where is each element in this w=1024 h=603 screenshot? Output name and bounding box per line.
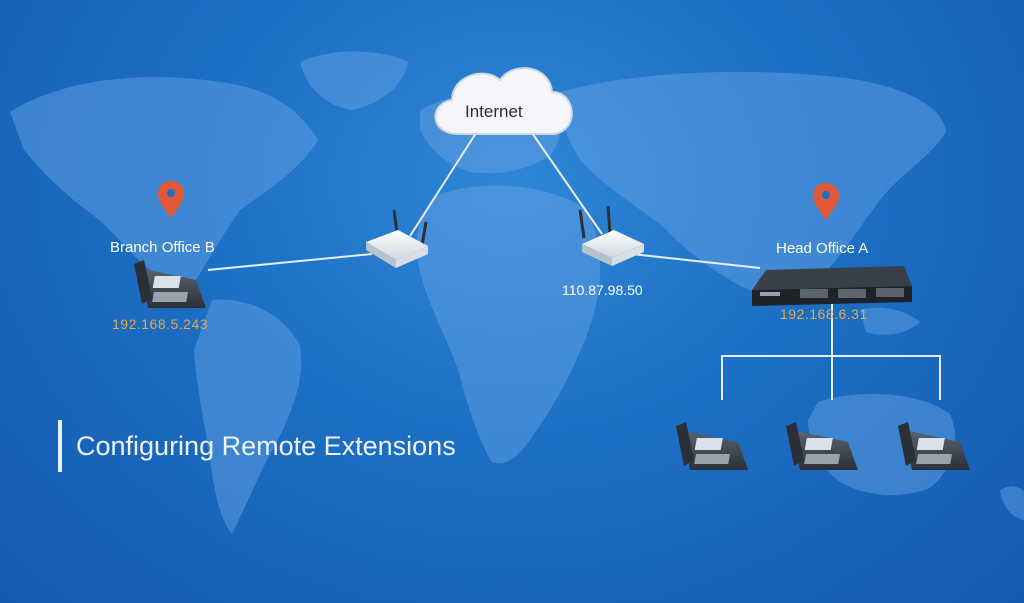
pin-icon: [158, 181, 184, 218]
cloud-label: Internet: [465, 102, 523, 121]
phone-icon: [676, 422, 748, 470]
head-ip-label: 192.168.6.31: [780, 306, 868, 322]
head-office-label: Head Office A: [776, 240, 869, 257]
internet-cloud: [434, 67, 573, 135]
pbx-device: [752, 266, 912, 306]
links: [207, 129, 941, 400]
title-block: Configuring Remote Extensions: [58, 420, 456, 472]
branch-office-label: Branch Office B: [110, 239, 215, 256]
link-head: [631, 253, 761, 269]
title-accent-bar: [58, 420, 62, 472]
router-ip-label: 110.87.98.50: [562, 282, 643, 298]
phone-icon: [898, 422, 970, 470]
map-africa: [416, 185, 601, 464]
pin-icon: [813, 183, 839, 220]
map-islands: [860, 307, 1024, 520]
link-branch: [207, 253, 373, 271]
link-cloud-left: [409, 129, 479, 237]
phone-icon: [134, 260, 206, 308]
branch-ip-label: 192.168.5.243: [112, 316, 209, 332]
link-cloud-right: [529, 129, 603, 235]
router-left: [366, 209, 428, 268]
page-title: Configuring Remote Extensions: [76, 430, 456, 461]
map-south-america: [194, 299, 302, 534]
map-north-america: [10, 77, 318, 289]
map-asia: [559, 71, 946, 295]
router-right: [578, 205, 644, 266]
phone-icon: [786, 422, 858, 470]
map-greenland: [300, 51, 408, 110]
